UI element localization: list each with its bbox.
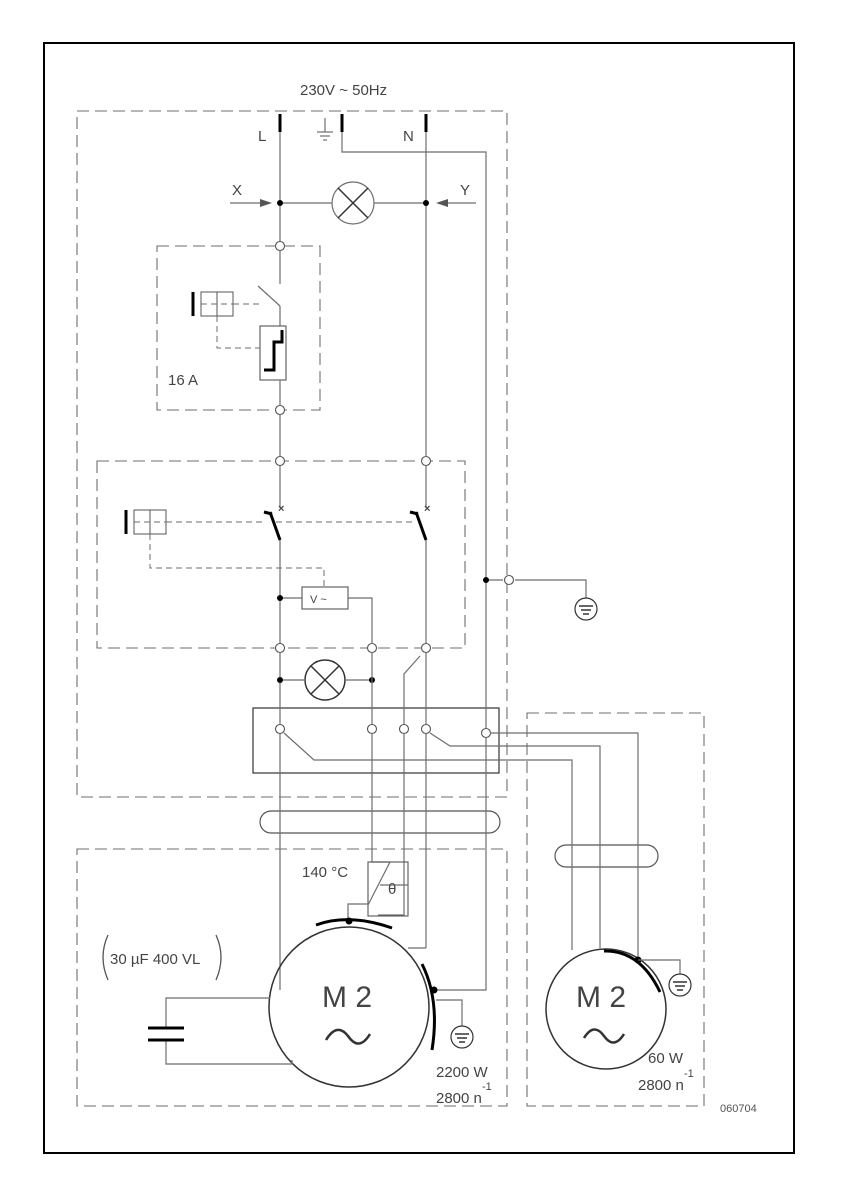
drawing-code: 060704	[720, 1103, 757, 1115]
cable-sleeve-aux	[555, 845, 658, 867]
control-housing	[77, 111, 507, 797]
lamp-icon	[277, 660, 375, 700]
breaker-rating: 16 A	[168, 372, 198, 389]
main-motor-speed: 2800 n	[436, 1090, 482, 1107]
svg-text:×: ×	[278, 503, 284, 515]
main-motor-speed-exp: -1	[482, 1081, 492, 1093]
x-label: X	[232, 182, 242, 199]
aux-motor-power: 60 W	[648, 1050, 684, 1067]
aux-motor-wiring	[284, 733, 638, 960]
y-label: Y	[460, 182, 470, 199]
supply-label: 230V ~ 50Hz	[300, 82, 387, 99]
ground-icon	[669, 974, 691, 996]
neutral-wire	[408, 132, 426, 948]
aux-motor-speed: 2800 n	[638, 1077, 684, 1094]
main-motor-label: M 2	[322, 981, 372, 1014]
main-switch-box	[97, 461, 465, 648]
ground-icon	[436, 1000, 473, 1048]
switch-terminals	[276, 457, 431, 653]
aux-motor-label: M 2	[576, 981, 626, 1014]
aux-motor-speed-exp: -1	[684, 1068, 694, 1080]
cable-sleeve-main	[260, 811, 500, 833]
line-label: L	[258, 128, 266, 145]
ground-icon	[575, 598, 597, 620]
aux-motor-box	[527, 713, 704, 1106]
cross-wiring	[372, 653, 420, 724]
ground-icon	[317, 118, 333, 140]
lamp-icon	[277, 182, 429, 224]
thermal-label: 140 °C	[302, 864, 348, 881]
terminal-strip	[253, 708, 499, 773]
circuit-breaker	[193, 242, 286, 415]
main-motor-power: 2200 W	[436, 1064, 489, 1081]
svg-text:×: ×	[424, 503, 430, 515]
thermal-symbol: θ	[388, 881, 396, 898]
switch-icon: × ×	[126, 503, 430, 586]
neutral-label: N	[403, 128, 414, 145]
capacitor-label: 30 µF 400 VL	[110, 951, 200, 968]
relay-label: V ~	[310, 594, 327, 606]
earth-wire	[342, 132, 586, 990]
thermal-protector	[348, 862, 408, 922]
